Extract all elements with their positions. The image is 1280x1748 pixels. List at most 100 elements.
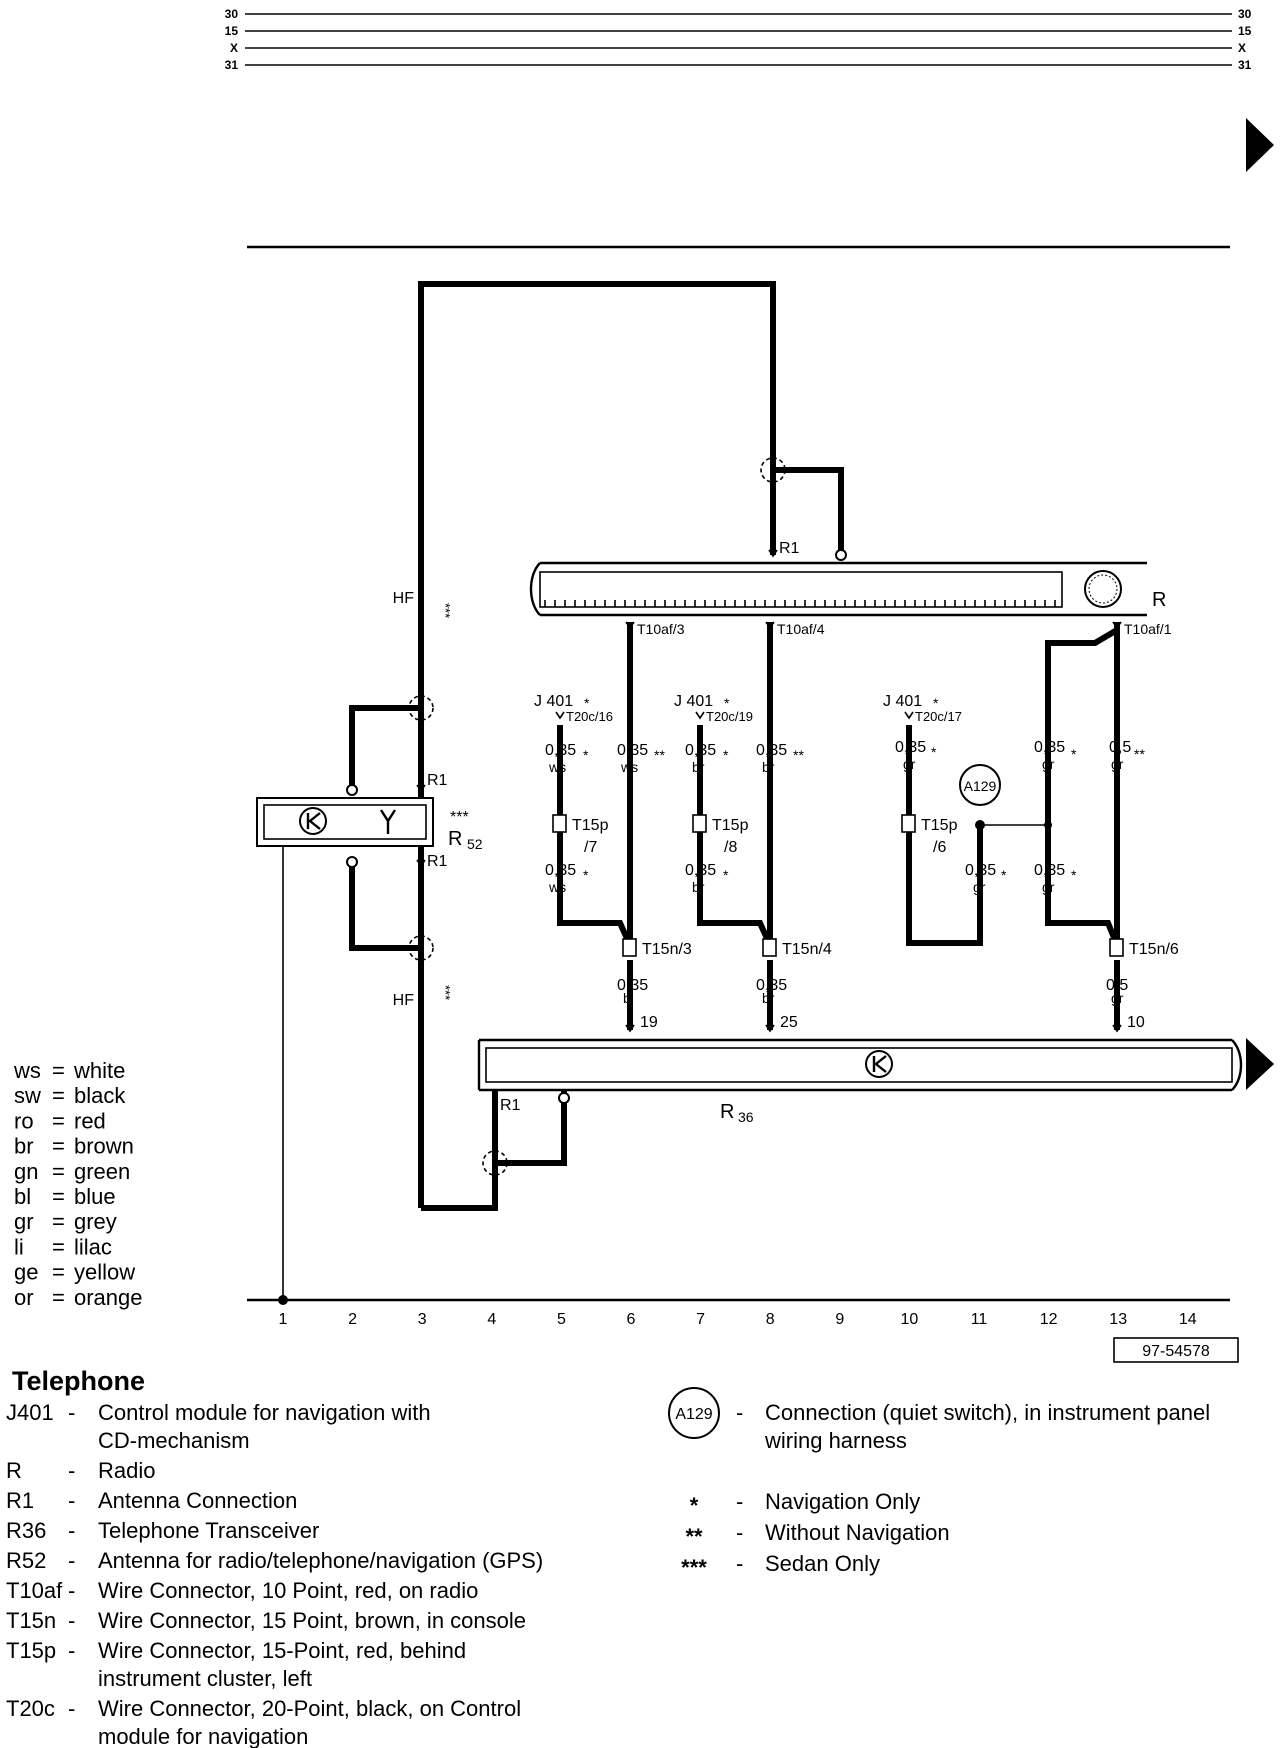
wire-size: 0,35 (1034, 739, 1065, 756)
hf-mark: *** (438, 985, 453, 1000)
legend-code: ge (14, 1260, 38, 1285)
caption-code: T15p (6, 1638, 56, 1663)
legend-equals: = (52, 1108, 65, 1133)
connector-marks (552, 621, 1124, 1033)
j401-label: J 401 (883, 693, 922, 710)
caption-dash: - (68, 1696, 75, 1721)
caption-dash: - (68, 1458, 75, 1483)
caption-desc: Without Navigation (765, 1520, 950, 1545)
caption-code: T15n (6, 1608, 56, 1633)
antenna-pin-bottom: R1 (427, 853, 448, 870)
caption-code: T20c (6, 1696, 55, 1721)
caption-code: *** (681, 1555, 707, 1580)
wire-size: 0,35 (965, 862, 996, 879)
wire-color: gr (1042, 879, 1055, 895)
caption-code: R52 (6, 1548, 46, 1573)
wire-color: gr (1111, 756, 1124, 772)
wire-color: ws (548, 879, 566, 895)
connector-label: T15p (921, 817, 958, 834)
legend-name: orange (74, 1285, 143, 1310)
wire-mark: * (583, 747, 589, 763)
legend-equals: = (52, 1159, 65, 1184)
legend-equals: = (52, 1184, 65, 1209)
figure-id: 97-54578 (1142, 1343, 1210, 1360)
a129-label: A129 (964, 778, 997, 794)
rail-label-left: 15 (225, 24, 239, 38)
caption-desc: Control module for navigation with (98, 1400, 431, 1425)
radio-unit: R R1 (529, 540, 1166, 617)
caption-desc: Navigation Only (765, 1489, 920, 1514)
wire-size: 0,35 (617, 977, 648, 994)
caption-desc: Wire Connector, 10 Point, red, on radio (98, 1578, 478, 1603)
transceiver-label-sub: 36 (738, 1109, 754, 1125)
legend-name: blue (74, 1184, 116, 1209)
wire-color: br (762, 759, 775, 775)
antenna-pin-top: R1 (427, 772, 448, 789)
connector-labels: T10af/3 T10af/4 T10af/1 J 401 * T20c/16 … (534, 621, 1179, 1031)
grid-number: 8 (766, 1311, 775, 1328)
wire-mark: ** (1134, 746, 1145, 762)
legend-code: ro (14, 1108, 34, 1133)
wire-color: br (692, 879, 705, 895)
continuation-arrow-icon (1246, 118, 1274, 172)
caption-dash: - (736, 1551, 743, 1576)
connector-label: /7 (584, 839, 597, 856)
rail-label-left: X (230, 41, 238, 55)
legend-code: sw (14, 1083, 41, 1108)
caption-code: A129 (675, 1406, 712, 1423)
pin-label: 25 (780, 1014, 798, 1031)
connector-label: T15p (572, 817, 609, 834)
antenna-label-sub: 52 (467, 836, 483, 852)
wire-color: br (762, 990, 775, 1006)
wire-mark: ** (793, 747, 804, 763)
rail-label-right: 31 (1238, 58, 1252, 72)
pin-label: 10 (1127, 1014, 1145, 1031)
connector-label: T10af/1 (1124, 621, 1172, 637)
legend-code: gr (14, 1209, 34, 1234)
caption-desc: Wire Connector, 20-Point, black, on Cont… (98, 1696, 521, 1721)
wire-color: gr (1111, 990, 1124, 1006)
color-legend: ws=whitesw=blackro=redbr=browngn=greenbl… (13, 1058, 143, 1310)
radio-ticks (544, 600, 1056, 607)
legend-equals: = (52, 1134, 65, 1159)
grid-number: 7 (696, 1311, 705, 1328)
wire-size: 0,35 (545, 862, 576, 879)
a129-icon (668, 1387, 720, 1439)
legend-code: bl (14, 1184, 31, 1209)
wire-color: ws (620, 759, 638, 775)
wire-mark: * (723, 867, 729, 883)
wire-size: 0,35 (1034, 862, 1065, 879)
rail-label-left: 30 (225, 7, 239, 21)
caption-dash: - (68, 1638, 75, 1663)
star-mark: * (724, 695, 730, 711)
antenna-cable: HF *** HF *** (346, 281, 847, 1211)
grid-number: 6 (627, 1311, 636, 1328)
transceiver-antenna-pin: R1 (500, 1097, 521, 1114)
wire-size: 0,35 (685, 742, 716, 759)
radio-label: R (1152, 589, 1166, 611)
caption-desc: Antenna for radio/telephone/navigation (… (98, 1548, 543, 1573)
continuation-arrow-icon (1246, 1038, 1274, 1090)
connector-label: T15n/6 (1129, 941, 1179, 958)
wire-mark: ** (654, 747, 665, 763)
caption-code: J401 (6, 1400, 54, 1425)
rail-label-left: 31 (225, 58, 239, 72)
caption-desc: Wire Connector, 15 Point, brown, in cons… (98, 1608, 526, 1633)
legend-equals: = (52, 1285, 65, 1310)
legend-code: gn (14, 1159, 38, 1184)
wire-color: ws (548, 759, 566, 775)
caption-dash: - (68, 1578, 75, 1603)
wire-size: 0,5 (1106, 977, 1128, 994)
grid-number: 3 (418, 1311, 427, 1328)
grid-number: 13 (1109, 1311, 1127, 1328)
legend-name: green (74, 1159, 130, 1184)
caption-dash: - (68, 1608, 75, 1633)
grid-number: 10 (901, 1311, 919, 1328)
star-mark: * (933, 695, 939, 711)
connector-label: T15p (712, 817, 749, 834)
wire-mark: * (1001, 867, 1007, 883)
wire-size: 0,35 (895, 739, 926, 756)
hf-mark: *** (438, 603, 453, 618)
